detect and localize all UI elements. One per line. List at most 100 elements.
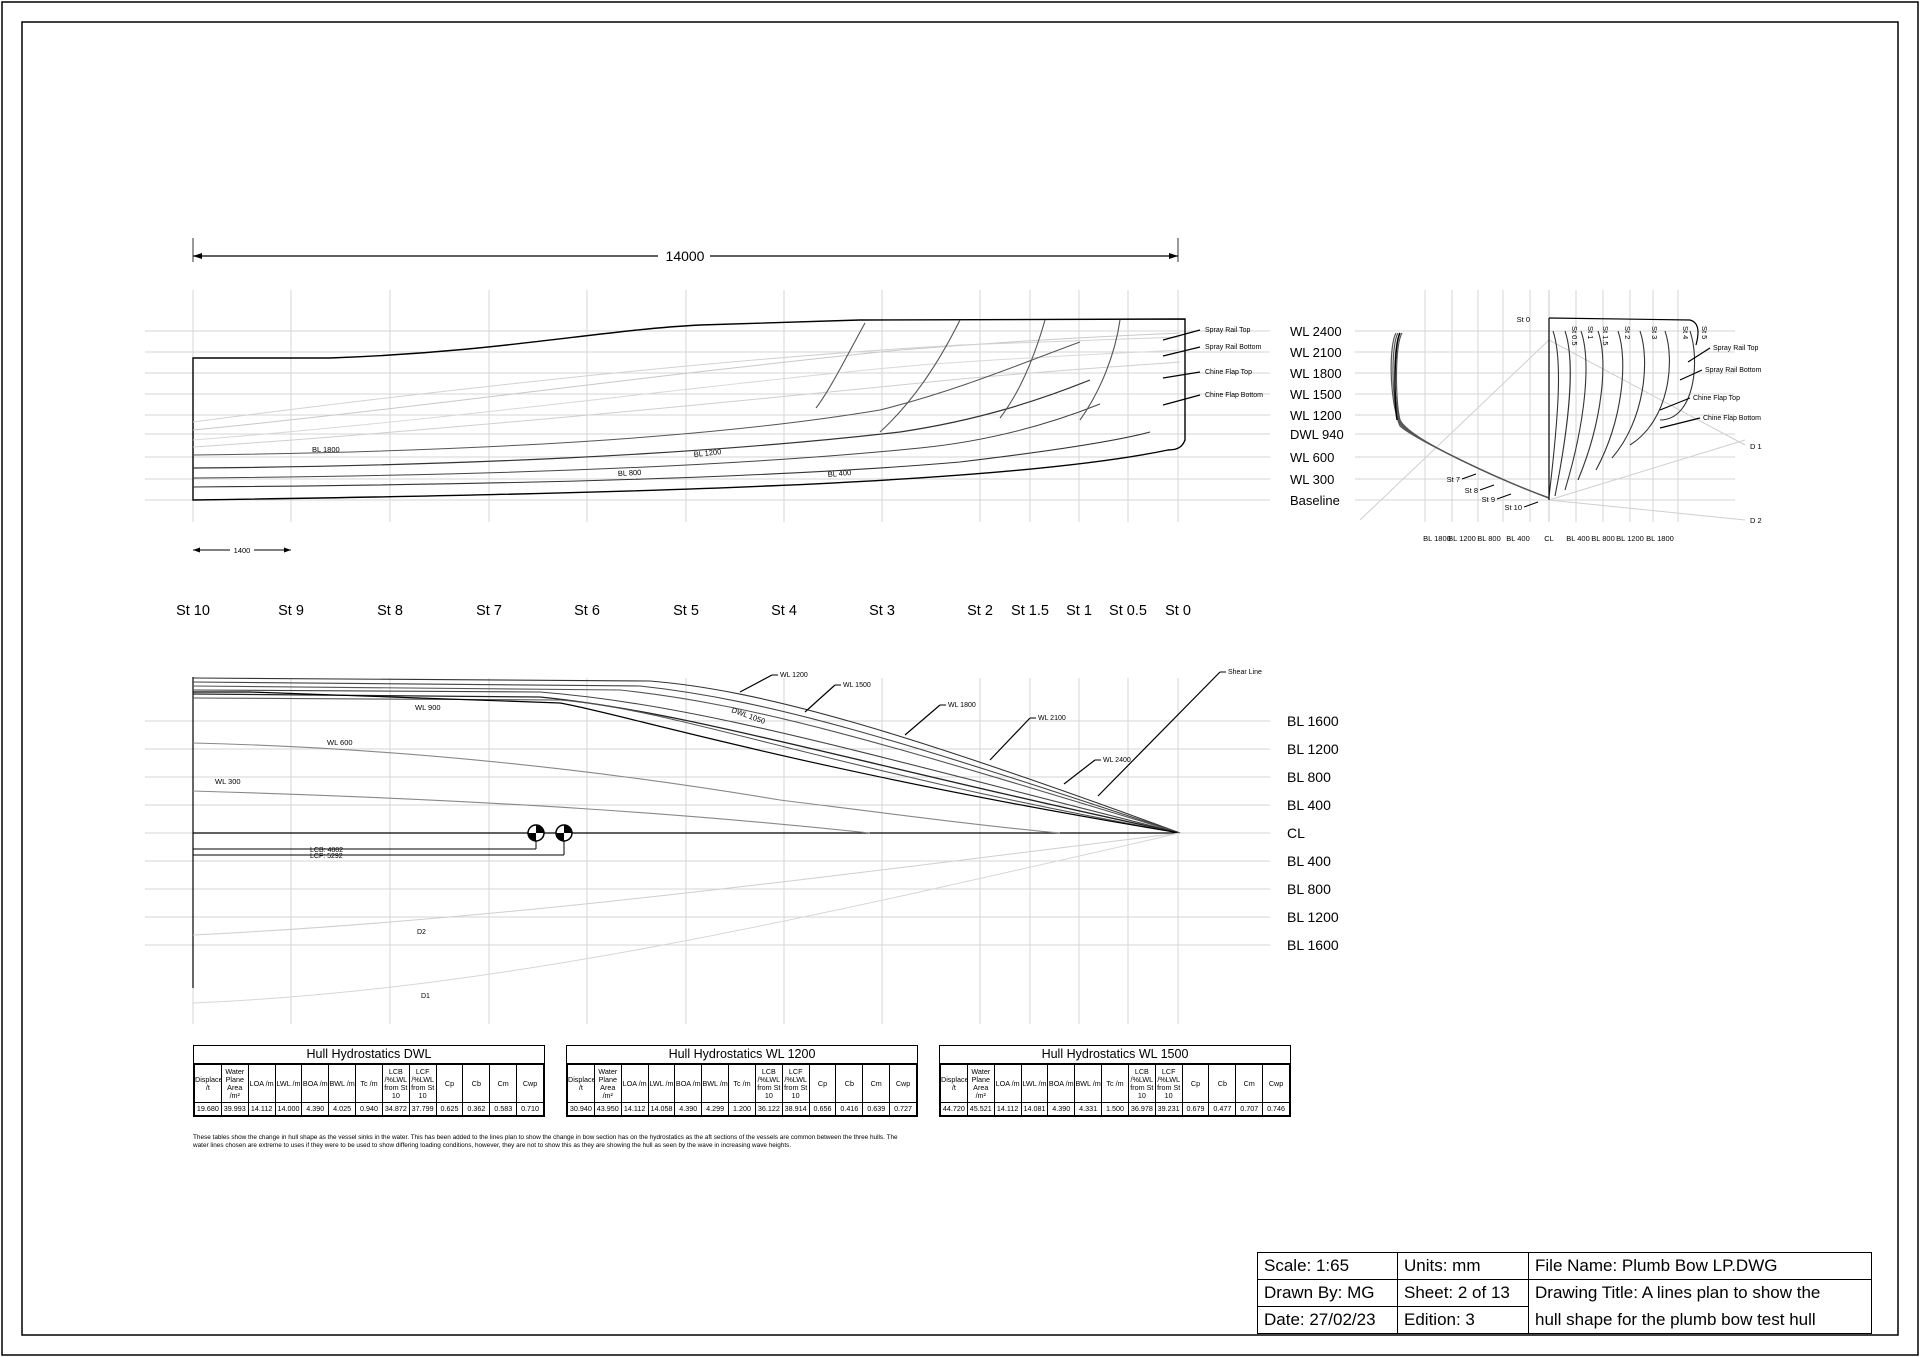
hydrostatics-value-cell: 45.521 <box>966 1102 995 1116</box>
hydrostatics-table-wl1200: Hull Hydrostatics WL 1200 Displacement /… <box>566 1045 918 1117</box>
bodyplan-fwd-section <box>1595 330 1624 471</box>
buttock-label: CL <box>1287 825 1305 841</box>
hydrostatics-value-cell: 14.058 <box>647 1102 676 1116</box>
file-name-field: File Name: Plumb Bow LP.DWG <box>1528 1252 1872 1280</box>
callout-leader <box>904 704 941 736</box>
hydrostatics-header-cell: LOA /m <box>620 1064 649 1103</box>
bodyplan-station-label: St 1.5 <box>1601 326 1610 346</box>
hydrostatics-header-cell: Displacement /t <box>940 1064 968 1103</box>
hydrostatics-header-cell: Cp <box>1181 1064 1210 1103</box>
waterline-label: Baseline <box>1290 493 1340 508</box>
dimension-text-bg <box>658 247 710 265</box>
hydrostatics-header-cell: LWL /m <box>274 1064 303 1103</box>
inner-border <box>21 21 1899 1336</box>
hydrostatics-value-cell: 0.477 <box>1208 1102 1237 1116</box>
waterline-curve <box>192 681 1181 834</box>
sheet-field: Sheet: 2 of 13 <box>1397 1279 1529 1307</box>
hydrostatics-header-cell: Cwp <box>516 1064 544 1103</box>
bodyplan-station-label: St 2 <box>1623 326 1632 339</box>
callout-leader <box>1659 417 1701 429</box>
buttock-label: BL 1600 <box>1287 937 1339 953</box>
dimension-arrow <box>284 547 291 553</box>
title-block: Scale: 1:65 Units: mm File Name: Plumb B… <box>1257 1252 1872 1334</box>
bodyplan-buttock-label: CL <box>1544 534 1554 543</box>
center-marker-quadrant <box>528 833 536 841</box>
callout-label: Spray Rail Top <box>1713 345 1759 352</box>
waterline-curve <box>192 689 1181 834</box>
hydrostatics-title: Hull Hydrostatics WL 1200 <box>567 1046 917 1064</box>
station-label: St 1.5 <box>1011 603 1049 619</box>
hydrostatics-value-cell: 43.950 <box>593 1102 622 1116</box>
station-curve-profile <box>815 322 866 409</box>
hydrostatics-table-wl1500: Hull Hydrostatics WL 1500 Displacement /… <box>939 1045 1291 1117</box>
profile-light-line <box>192 332 1181 431</box>
callout-leader <box>1063 759 1096 785</box>
dimension-arrow <box>193 253 202 259</box>
edition-field: Edition: 3 <box>1397 1306 1529 1334</box>
hydrostatics-value-cell: 0.583 <box>489 1102 518 1116</box>
buttock-label: BL 1200 <box>1287 741 1339 757</box>
callout-label: Spray Rail Bottom <box>1705 367 1762 374</box>
waterline-label: WL 1800 <box>1290 366 1342 381</box>
hydrostatics-header-cell: LCB /%LWL from St 10 <box>1127 1064 1156 1103</box>
buttock-label: BL 800 <box>618 468 642 478</box>
bodyplan-fwd-section <box>1629 330 1670 446</box>
waterline-label: WL 1200 <box>1290 408 1342 423</box>
hydrostatics-value-cell: 4.331 <box>1074 1102 1103 1116</box>
bodyplan-buttock-label: BL 400 <box>1566 534 1590 543</box>
buttock-label: BL 400 <box>1287 797 1331 813</box>
buttock-label: BL 1600 <box>1287 713 1339 729</box>
bodyplan-fwd-section <box>1611 330 1646 459</box>
hydrostatics-value-cell: 34.872 <box>381 1102 410 1116</box>
hydrostatics-header-cell: Cwp <box>1262 1064 1290 1103</box>
waterline-curve <box>192 697 1181 834</box>
station-label: St 7 <box>476 603 502 619</box>
bodyplan-fwd-section <box>1659 330 1696 421</box>
callout-leader <box>804 684 836 713</box>
callout-label: WL 1200 <box>780 672 808 679</box>
hydrostatics-table-dwl: Hull Hydrostatics DWL Displacement /tWat… <box>193 1045 545 1117</box>
hydrostatics-header-cell: Water Plane Area /m² <box>220 1064 249 1103</box>
waterline-label: WL 300 <box>215 777 241 786</box>
hydrostatics-value-cell: 0.416 <box>835 1102 864 1116</box>
callout-leader <box>1162 329 1201 341</box>
hydrostatics-value-cell: 14.112 <box>247 1102 276 1116</box>
buttock-label: BL 1200 <box>693 447 721 459</box>
hydrostatics-header-cell: BOA /m <box>674 1064 703 1103</box>
bodyplan-buttock-label: BL 400 <box>1506 534 1530 543</box>
dimension-text-bg <box>230 544 254 555</box>
station-label: St 2 <box>967 603 993 619</box>
bodyplan-aft-section <box>1394 332 1401 421</box>
buttock-label: BL 1800 <box>312 445 340 454</box>
waterline-label: WL 600 <box>327 738 353 747</box>
buttock-label: BL 800 <box>1287 881 1331 897</box>
bodyplan-buttock-label: BL 1800 <box>1423 534 1451 543</box>
callout-leader <box>1523 501 1539 508</box>
bodyplan-station-label: St 3 <box>1650 326 1659 339</box>
buttock-line-profile <box>192 379 1091 469</box>
units-field: Units: mm <box>1397 1252 1529 1280</box>
station-label: St 6 <box>574 603 600 619</box>
hydrostatics-header-cell: BOA /m <box>1047 1064 1076 1103</box>
hydrostatics-header-cell: LCF /%LWL from St 10 <box>1154 1064 1183 1103</box>
hydrostatics-header-cell: LOA /m <box>993 1064 1022 1103</box>
callout-label: Chine Flap Bottom <box>1205 392 1263 399</box>
profile-light-line <box>192 349 1181 441</box>
bodyplan-buttock-label: BL 800 <box>1477 534 1501 543</box>
hydrostatics-value-cell: 36.978 <box>1127 1102 1156 1116</box>
callout-label: WL 1800 <box>948 702 976 709</box>
hydrostatics-header-cell: LWL /m <box>647 1064 676 1103</box>
hydrostatics-value-cell: 39.231 <box>1154 1102 1183 1116</box>
hydrostatics-value-cell: 1.500 <box>1101 1102 1129 1116</box>
waterline-label: WL 300 <box>1290 472 1334 487</box>
hydrostatics-value-cell: 0.625 <box>435 1102 464 1116</box>
diagonal-label: D2 <box>417 929 426 936</box>
bodyplan-station-label: St 0.5 <box>1570 326 1579 346</box>
station-curve-profile <box>879 319 961 433</box>
